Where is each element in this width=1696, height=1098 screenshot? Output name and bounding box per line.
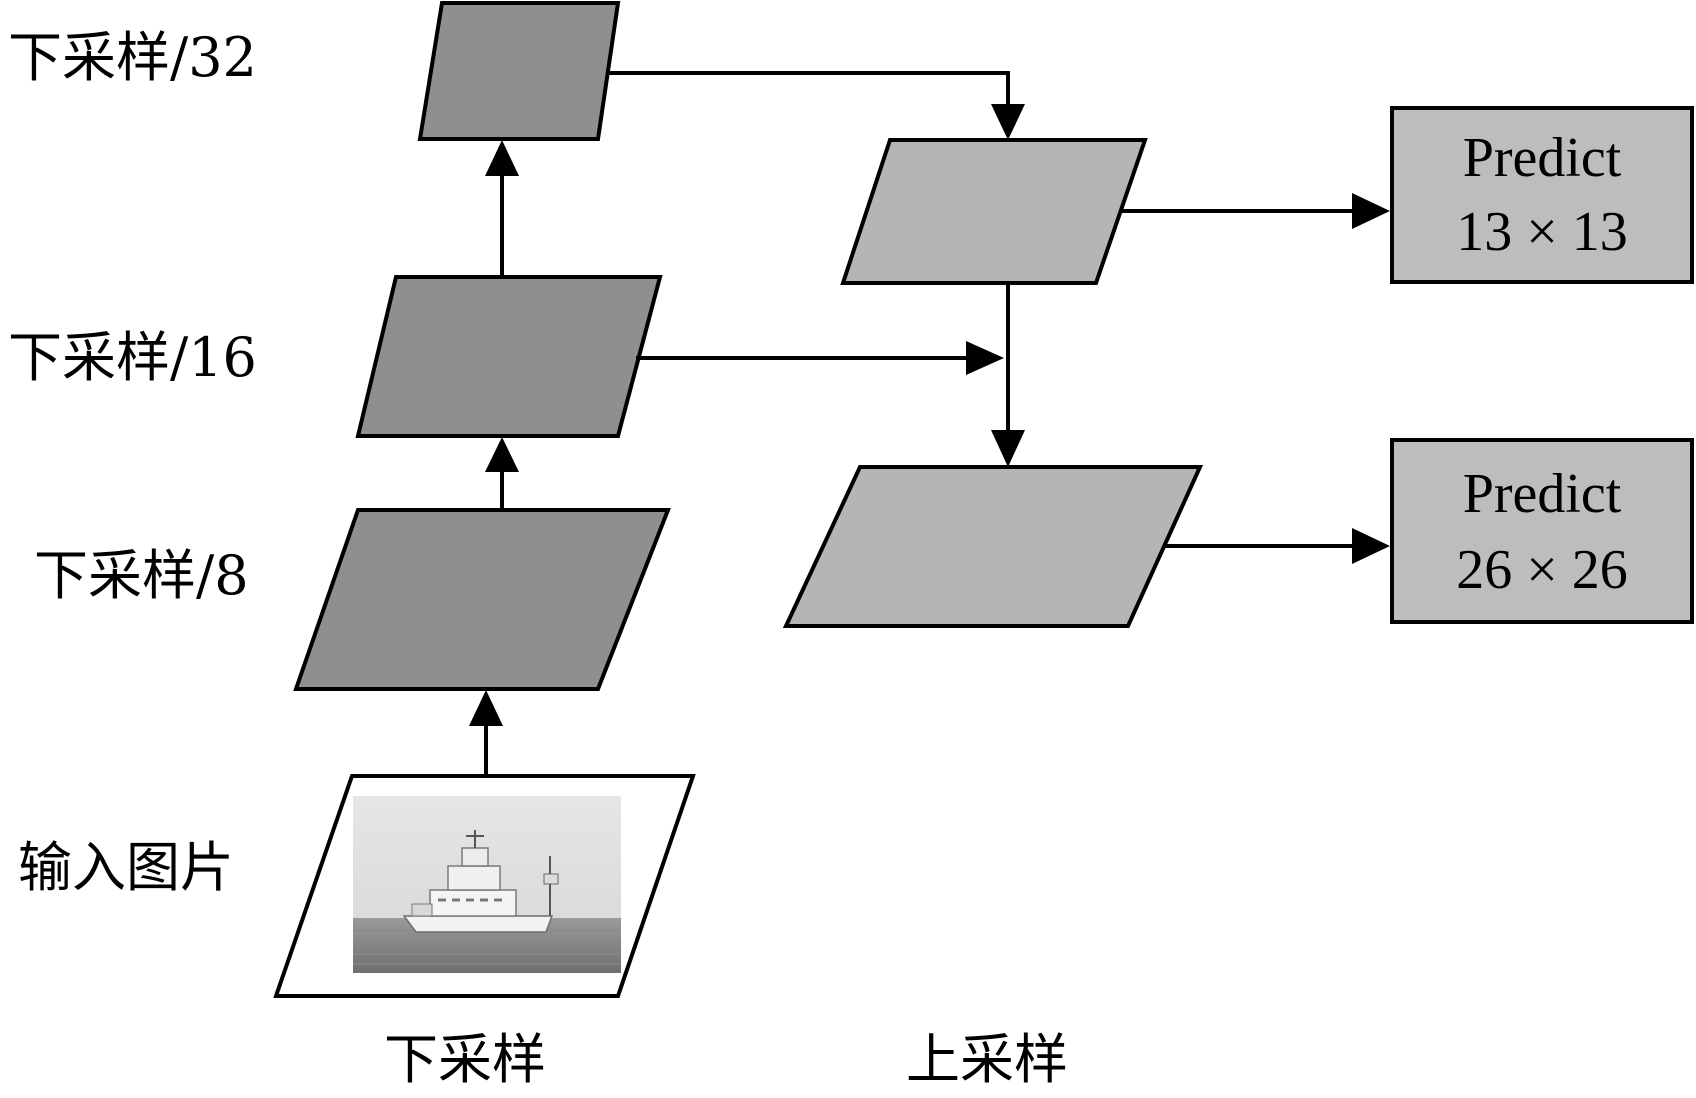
feature-map-downsample-32 <box>417 1 621 141</box>
predict-title-26: Predict <box>1463 463 1622 525</box>
label-downsample-column: 下采样 <box>384 1028 546 1091</box>
feature-map-downsample-8 <box>293 508 671 691</box>
arrow-ds32-to-upsample1 <box>608 71 1025 140</box>
label-downsample-8: 下采样/8 <box>34 544 249 607</box>
predict-size-13: 13 × 13 <box>1456 201 1628 263</box>
label-input-image: 输入图片 <box>18 836 234 899</box>
arrow-ds8-to-ds16 <box>485 437 519 510</box>
feature-map-downsample-16 <box>355 275 663 438</box>
predict-box-26: Predict 26 × 26 <box>1390 438 1694 624</box>
label-downsample-16: 下采样/16 <box>8 326 257 389</box>
arrow-ds16-to-merge <box>636 341 1004 375</box>
feature-map-upsample-2 <box>782 465 1204 628</box>
arrow-upsample2-to-predict26 <box>1164 528 1390 564</box>
arrow-upsample1-to-predict13 <box>1120 193 1390 229</box>
label-upsample-column: 上采样 <box>906 1028 1068 1091</box>
arrow-input-to-ds8 <box>469 690 503 776</box>
ship-photo-icon <box>353 796 621 973</box>
arrow-upsample1-to-upsample2 <box>991 283 1025 467</box>
predict-title-13: Predict <box>1463 127 1622 189</box>
predict-box-13: Predict 13 × 13 <box>1390 106 1694 284</box>
arrow-ds16-to-ds32 <box>485 140 519 277</box>
feature-map-upsample-1 <box>840 138 1148 285</box>
label-downsample-32: 下采样/32 <box>8 26 257 89</box>
predict-size-26: 26 × 26 <box>1456 539 1628 601</box>
